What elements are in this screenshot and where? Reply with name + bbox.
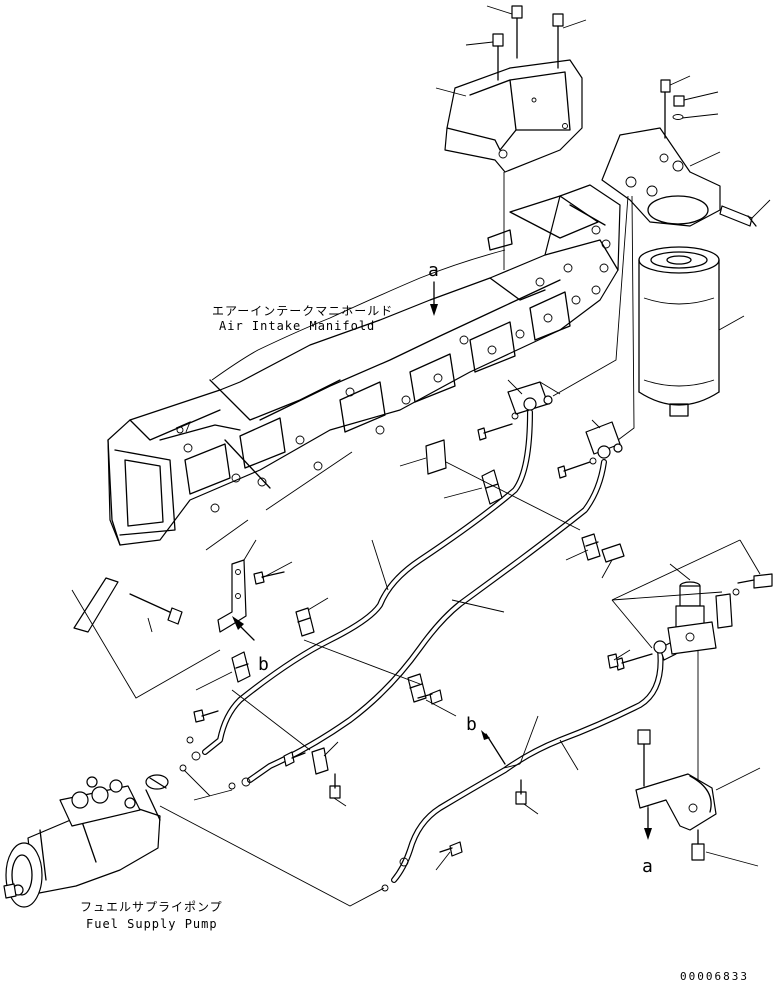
filter-head xyxy=(601,79,757,227)
filter-mounting-bracket xyxy=(444,59,583,173)
air-intake-manifold xyxy=(107,184,621,546)
fuel-pipe-2 xyxy=(247,459,607,783)
pump-label-jp: フュエルサプライポンプ xyxy=(80,900,223,914)
ref-b-left-text: b xyxy=(258,654,269,675)
pump-label-en: Fuel Supply Pump xyxy=(86,917,218,931)
drawing-number: 00006833 xyxy=(680,970,749,983)
manifold-label: エアーインテークマニホールド Air Intake Manifold xyxy=(212,304,393,333)
manifold-label-en: Air Intake Manifold xyxy=(219,319,375,333)
priming-pump xyxy=(667,581,733,655)
ref-a-top-text: a xyxy=(428,260,439,281)
ref-a-bottom-text: a xyxy=(642,856,653,877)
ref-a-bottom: a xyxy=(642,807,653,877)
fuel-pipe-3 xyxy=(391,647,664,883)
ref-b-right-text: b xyxy=(466,714,477,735)
manifold-label-jp: エアーインテークマニホールド xyxy=(212,304,393,318)
fuel-supply-pump xyxy=(3,774,169,908)
fuel-filter-cartridge xyxy=(638,246,745,417)
fuel-pipe-1 xyxy=(202,409,533,755)
pump-label: フュエルサプライポンプ Fuel Supply Pump xyxy=(80,900,223,931)
leader-lines xyxy=(71,379,761,907)
ref-a-top: a xyxy=(428,260,439,316)
left-hardware xyxy=(73,571,285,633)
ref-b-left: b xyxy=(232,616,269,675)
alignment-lines xyxy=(503,172,699,820)
pipe-clamps xyxy=(231,439,625,775)
lower-right-bracket xyxy=(635,729,761,867)
misc-bolts xyxy=(179,573,773,892)
left-bracket-plate xyxy=(217,559,247,633)
pipe-fittings xyxy=(477,381,677,671)
ref-b-right: b xyxy=(466,714,506,765)
leader-lines-top xyxy=(435,5,771,221)
